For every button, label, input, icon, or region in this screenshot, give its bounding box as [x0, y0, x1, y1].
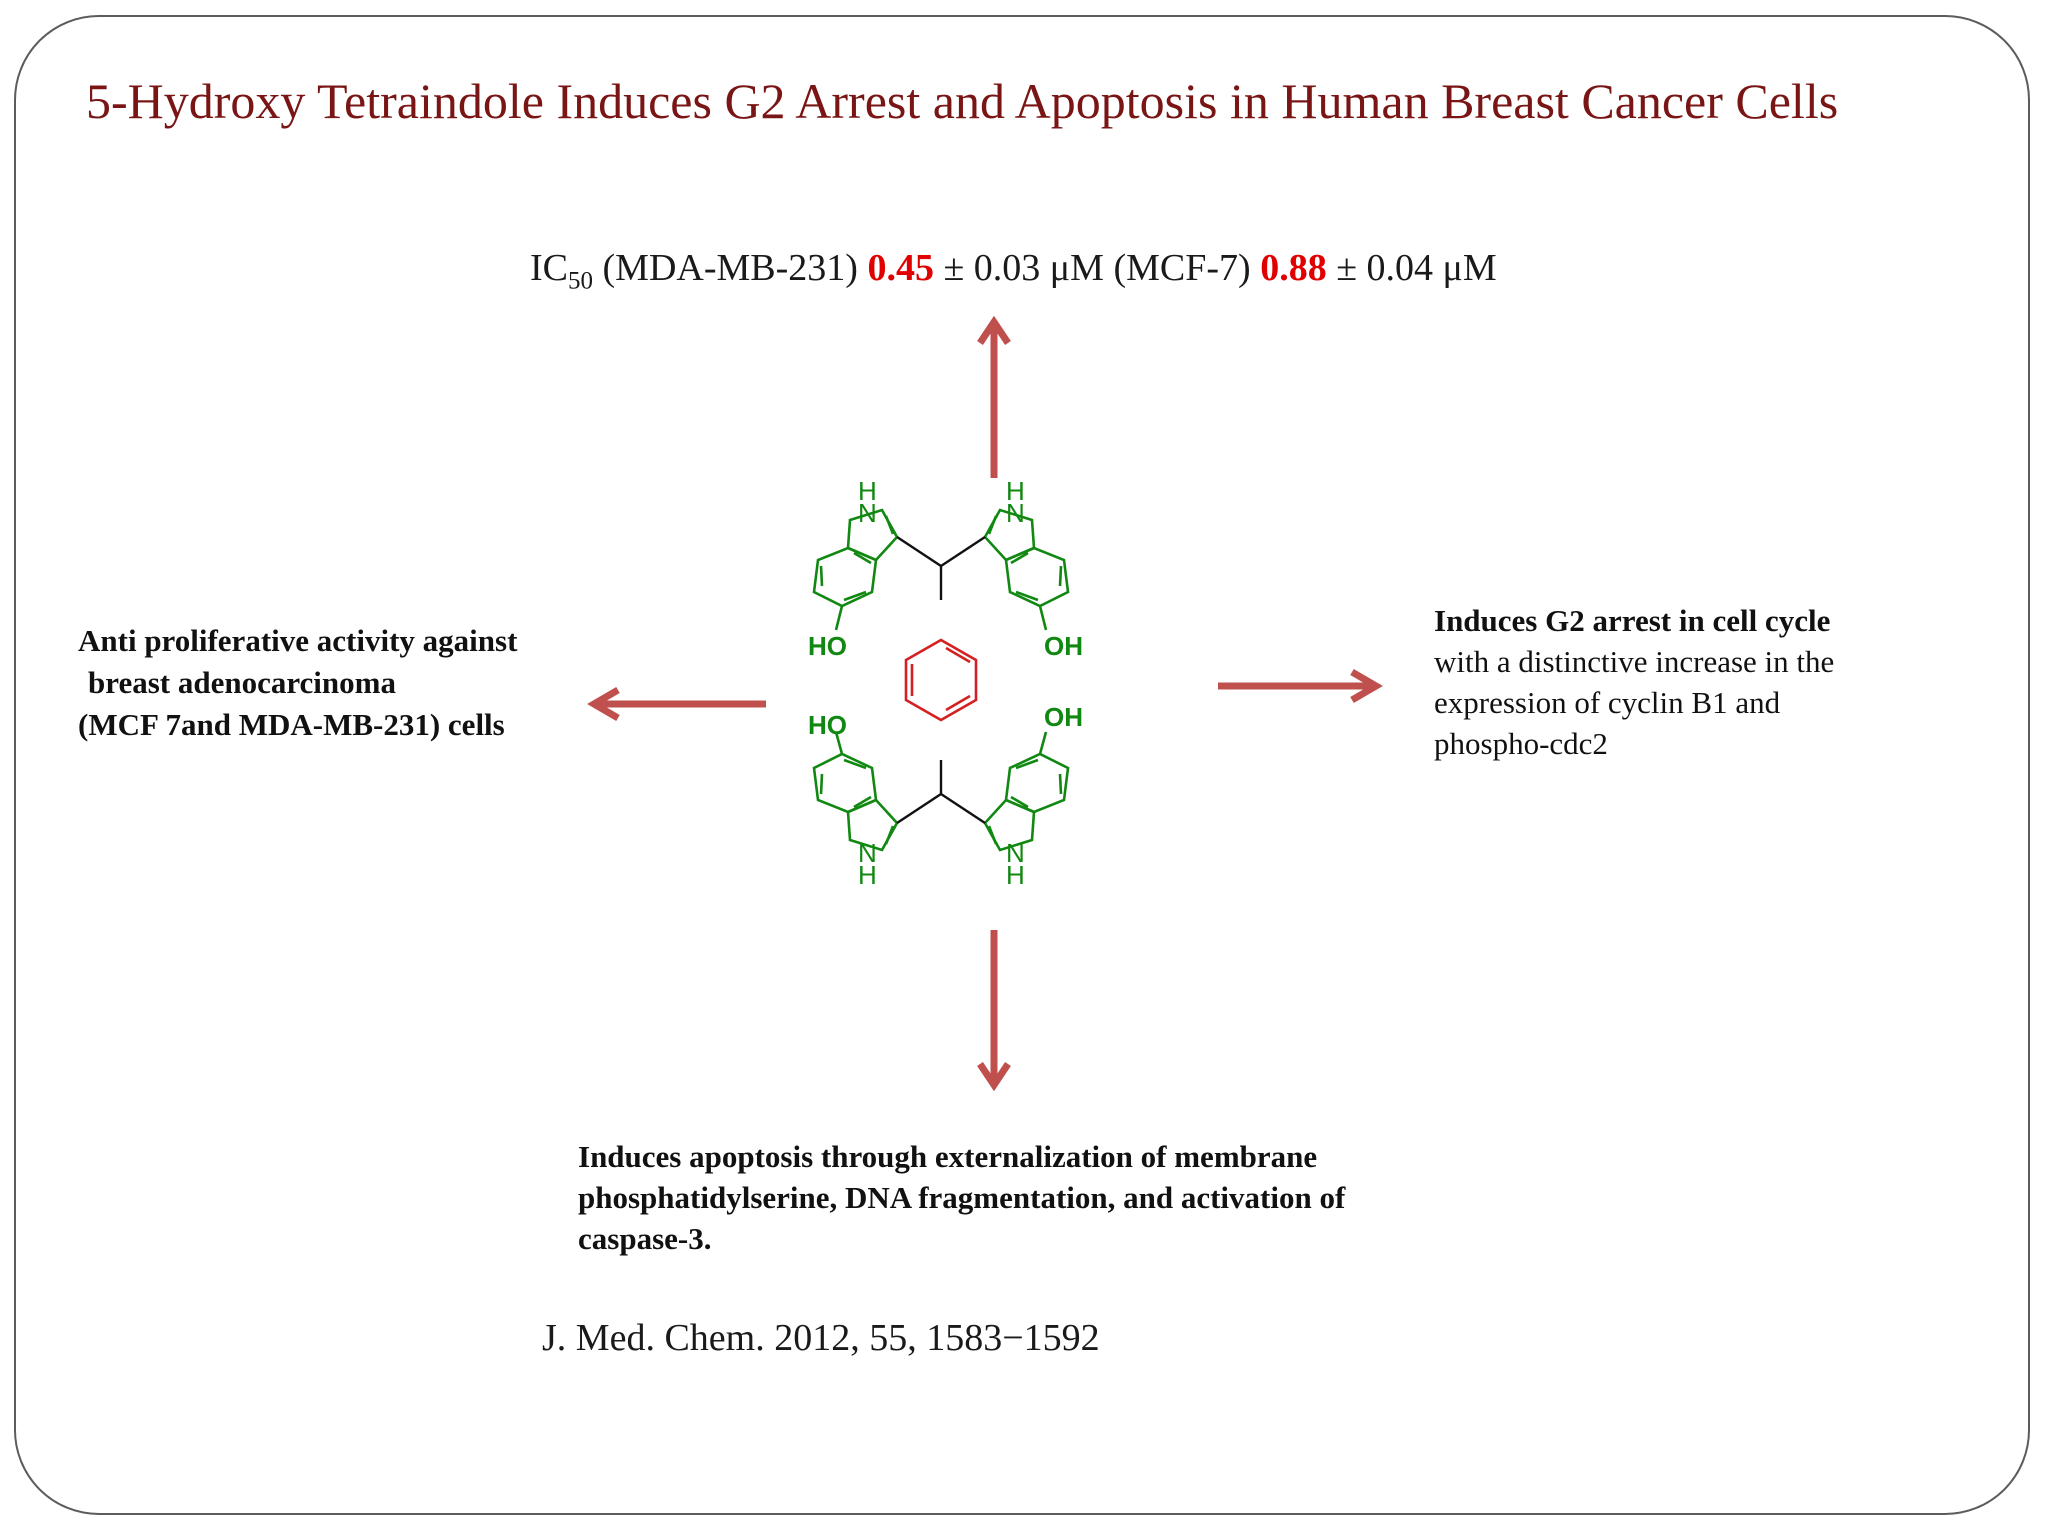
label-oh-top-right: OH — [1044, 631, 1083, 661]
label-h-top-right: H — [1006, 476, 1025, 506]
g2-arrest-line-4: phospho-cdc2 — [1434, 726, 1608, 761]
label-n-bottom-left: N — [858, 838, 877, 868]
indole-top-left — [812, 508, 899, 631]
label-h-bottom-left: H — [858, 860, 877, 890]
label-ho-top-left: HO — [808, 631, 847, 661]
antiproliferative-line-1: Anti proliferative activity against — [78, 623, 518, 658]
g2-arrest-note: Induces G2 arrest in cell cycle with a d… — [1434, 600, 1834, 764]
citation: J. Med. Chem. 2012, 55, 1583−1592 — [542, 1317, 1100, 1359]
label-n-top-right: N — [1006, 498, 1025, 528]
label-h-bottom-right: H — [1006, 860, 1025, 890]
antiproliferative-note: Anti proliferative activity against brea… — [78, 620, 517, 746]
ic50-error-mda: ± 0.03 μM — [933, 247, 1114, 289]
tetraindole-structure: H N H N N H N H HO OH HO OH — [808, 476, 1083, 890]
indole-top-right — [983, 508, 1070, 631]
label-n-top-left: N — [858, 498, 877, 528]
ic50-error-mcf: ± 0.04 μM — [1326, 247, 1497, 289]
apoptosis-line-1: Induces apoptosis through externalizatio… — [578, 1139, 1318, 1174]
g2-arrest-line-3: expression of cyclin B1 and — [1434, 685, 1781, 720]
ic50-cell-line-1: (MDA-MB-231) — [593, 247, 868, 289]
indole-bottom-left — [812, 731, 899, 852]
antiproliferative-line-3: (MCF 7and MDA-MB-231) cells — [78, 707, 505, 742]
ic50-subscript: 50 — [568, 267, 593, 295]
linker-bonds — [896, 535, 986, 825]
ic50-value-mda: 0.45 — [867, 247, 934, 289]
ic50-label: IC — [530, 247, 568, 289]
apoptosis-line-2: phosphatidylserine, DNA fragmentation, a… — [578, 1180, 1346, 1215]
label-h-top-left: H — [858, 476, 877, 506]
ic50-cell-line-2: (MCF-7) — [1113, 247, 1261, 289]
antiproliferative-line-2: breast adenocarcinoma — [88, 665, 396, 700]
g2-arrest-line-2: with a distinctive increase in the — [1434, 644, 1835, 679]
indole-bottom-right — [983, 731, 1070, 852]
ic50-value-mcf: 0.88 — [1260, 247, 1327, 289]
label-ho-bottom-left: HO — [808, 710, 847, 740]
g2-arrest-heading: Induces G2 arrest in cell cycle — [1434, 603, 1831, 638]
apoptosis-note: Induces apoptosis through externalizatio… — [578, 1136, 1345, 1259]
slide-title: 5-Hydroxy Tetraindole Induces G2 Arrest … — [86, 73, 1839, 129]
benzene-ring — [904, 638, 978, 722]
apoptosis-line-3: caspase-3. — [578, 1221, 712, 1256]
ic50-values: IC50 (MDA-MB-231) 0.45 ± 0.03 μM (MCF-7)… — [530, 246, 1497, 296]
label-oh-bottom-right: OH — [1044, 702, 1083, 732]
label-n-bottom-right: N — [1006, 838, 1025, 868]
